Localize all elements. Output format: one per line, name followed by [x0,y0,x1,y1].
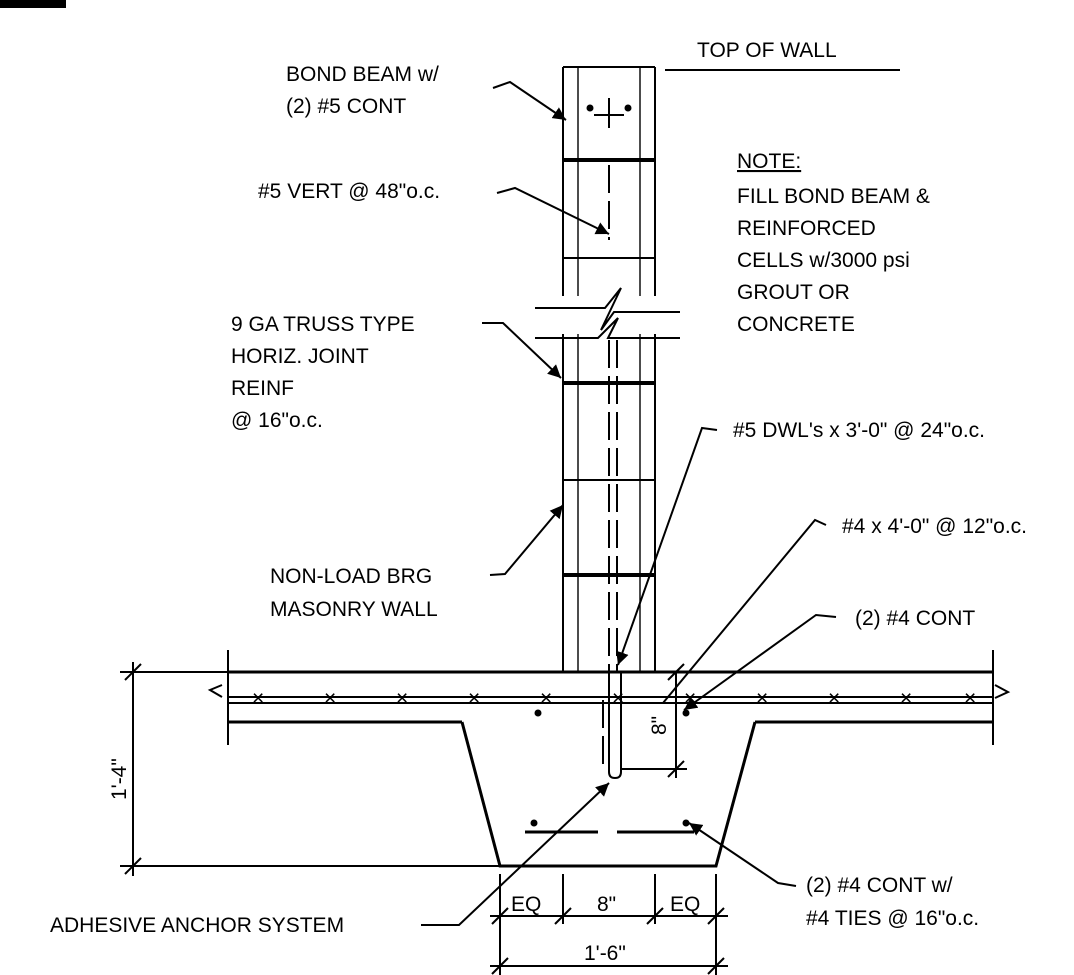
truss-label-line-1: 9 GA TRUSS TYPE [231,313,415,336]
footing-cont-label-line-2: #4 TIES @ 16"o.c. [806,907,979,930]
bond-beam-label-line-2: (2) #5 CONT [286,95,406,118]
note-line-1: FILL BOND BEAM & [737,185,930,208]
leader-lines [421,69,900,926]
svg-text:×: × [252,687,264,710]
truss-label-line-4: @ 16"o.c. [231,409,323,432]
slab-and-footing: × × × × × × × × × × × [207,650,1011,868]
vert-bar-label: #5 VERT @ 48"o.c. [258,180,440,203]
dim-height-label: 1'-4" [108,758,131,800]
dimension-lines [120,662,728,975]
masonry-wall [535,66,680,672]
note-title: NOTE: [737,150,801,173]
note-line-2: REINFORCED [737,217,876,240]
slab-mesh-marks: × × × × × × × × × × × [252,687,976,710]
svg-text:×: × [540,687,552,710]
svg-text:×: × [828,687,840,710]
footing-cont-label-line-1: (2) #4 CONT w/ [806,874,953,897]
wall-label-line-1: NON-LOAD BRG [270,565,432,588]
anchor-label: ADHESIVE ANCHOR SYSTEM [50,914,344,937]
title-block-tab [0,0,66,8]
dowels-label: #5 DWL's x 3'-0" @ 24"o.c. [733,419,985,442]
svg-text:×: × [964,687,976,710]
svg-text:×: × [756,687,768,710]
bond-beam-label-line-1: BOND BEAM w/ [286,63,439,86]
annotations: TOP OF WALL BOND BEAM w/ (2) #5 CONT #5 … [50,39,1027,965]
hooked-bar-label: #4 x 4'-0" @ 12"o.c. [842,515,1027,538]
wall-label-line-2: MASONRY WALL [270,598,438,621]
note-line-3: CELLS w/3000 psi [737,249,910,272]
note-line-4: GROUT OR [737,281,850,304]
svg-text:×: × [468,687,480,710]
dim-center-label: 8" [597,893,616,916]
svg-text:×: × [396,687,408,710]
truss-label-line-2: HORIZ. JOINT [231,345,369,368]
dim-embed-label: 8" [648,716,671,735]
top-of-wall-label: TOP OF WALL [697,39,837,62]
svg-text:×: × [900,687,912,710]
svg-text:×: × [612,687,624,710]
dim-width-label: 1'-6" [584,942,626,965]
slab-cont-label: (2) #4 CONT [855,607,975,630]
dim-eq-left-label: EQ [511,893,541,916]
svg-text:×: × [324,687,336,710]
truss-label-line-3: REINF [231,377,294,400]
dim-eq-right-label: EQ [670,893,700,916]
note-line-5: CONCRETE [737,313,855,336]
